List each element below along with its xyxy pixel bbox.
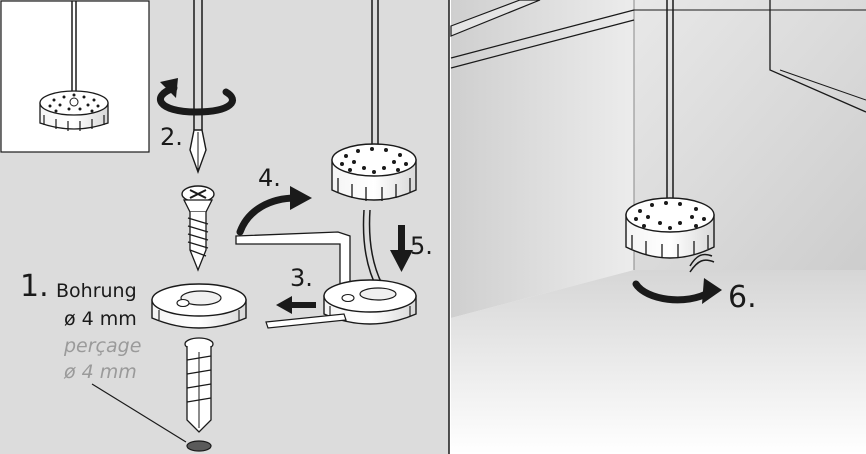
step-3-label: 3. [290,264,313,292]
cable-right [666,0,715,273]
screw [181,185,215,272]
inset-connector [39,90,109,131]
drill-size-de: ø 4 mm [64,308,137,330]
connector-mounted [625,197,715,259]
step-6-label: 6. [728,280,757,315]
drill-leader-line [91,383,187,443]
down-arrow-icon [390,225,413,272]
base-disk [151,283,247,329]
rotate-arrow-icon [156,78,236,116]
drill-label-fr: perçage [64,335,142,357]
drill-label-de: Bohrung [56,280,137,302]
left-arrow-icon [265,296,347,329]
step-5-label: 5. [410,232,433,260]
screwdriver [189,0,207,175]
step-2-label: 2. [160,123,183,151]
step-1-label: 1. [20,269,49,304]
rotate-arrow-right-icon [632,278,722,304]
inset-detail [0,0,150,153]
step-4-label: 4. [258,164,281,192]
connector-top [331,143,417,201]
curve-arrow-icon [236,186,312,236]
drill-size-fr: ø 4 mm [64,361,137,383]
wall-plug [184,337,214,452]
base-disk-cable [323,279,417,325]
